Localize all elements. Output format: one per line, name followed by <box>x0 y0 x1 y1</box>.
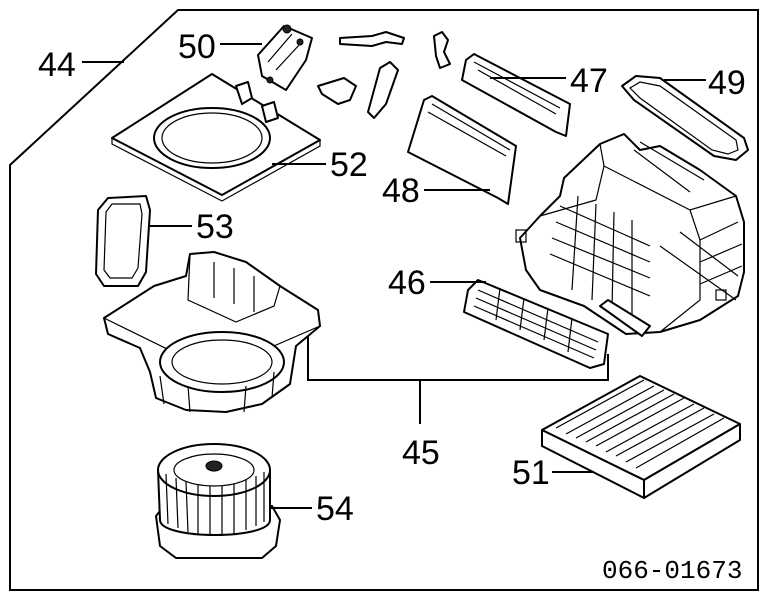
diagram-part-number: 066-01673 <box>602 556 742 586</box>
intake-case <box>515 133 745 337</box>
part-46-grille <box>463 279 609 369</box>
callout-44: 44 <box>38 46 76 84</box>
linkage-rods <box>317 31 451 119</box>
callout-labels: 44 50 47 49 52 48 53 46 45 51 54 <box>38 28 746 528</box>
part-54-blower-motor <box>155 443 281 559</box>
part-52-cover-plate <box>111 73 321 202</box>
part-48-filter <box>407 95 517 205</box>
callout-49: 49 <box>708 64 746 102</box>
callout-52: 52 <box>330 146 368 184</box>
callout-45: 45 <box>402 434 440 472</box>
part-49-seal <box>621 75 749 161</box>
part-50-actuator <box>257 24 313 91</box>
part-51-cabin-filter <box>541 375 741 499</box>
part-47-filter <box>461 53 571 137</box>
leader-lines <box>82 43 706 509</box>
callout-47: 47 <box>570 62 608 100</box>
assembly-frame <box>9 9 759 591</box>
callout-53: 53 <box>196 208 234 246</box>
callout-54: 54 <box>316 490 354 528</box>
callout-46: 46 <box>388 264 426 302</box>
part-53-gasket <box>95 195 151 287</box>
part-45-blower-case <box>103 251 321 413</box>
callout-48: 48 <box>382 172 420 210</box>
callout-50: 50 <box>178 28 216 66</box>
callout-51: 51 <box>512 454 550 492</box>
